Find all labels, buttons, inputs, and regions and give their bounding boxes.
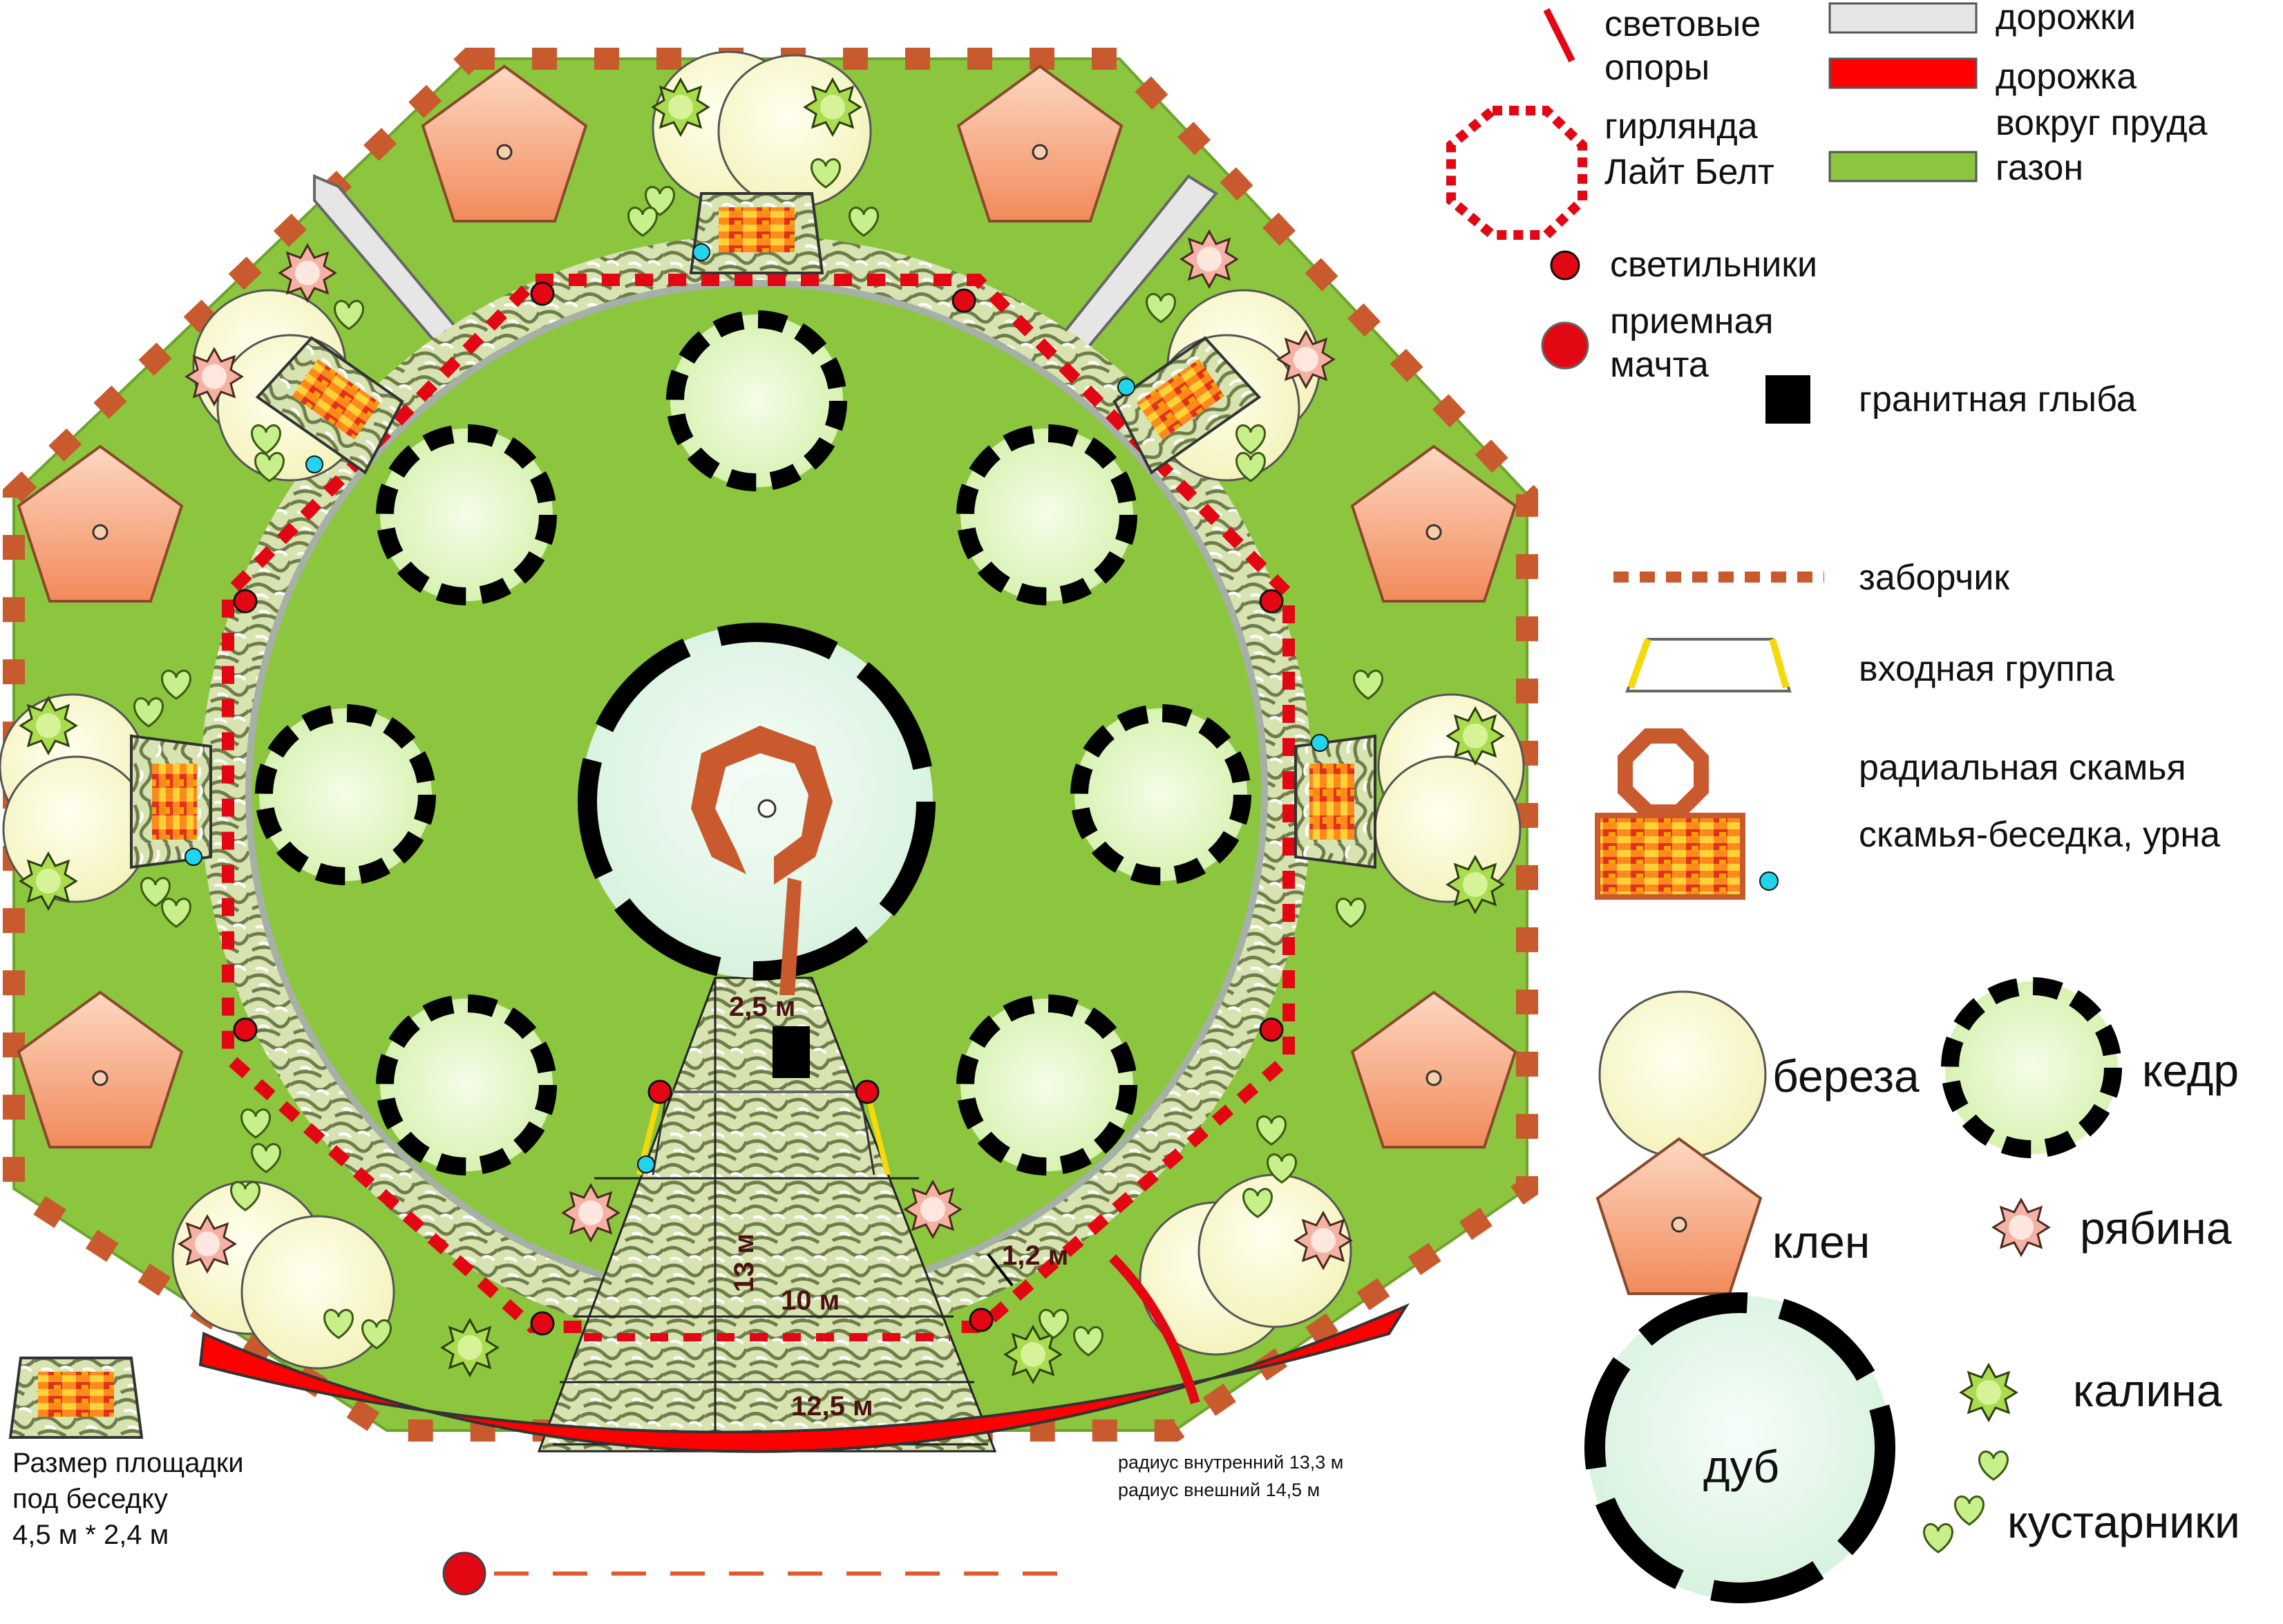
legend-mast-1: приемная [1610, 301, 1774, 341]
radius-note-inner: радиус внутренний 13,3 м [1118, 1452, 1343, 1473]
dim-width-outer: 12,5 м [791, 1391, 873, 1422]
shrub-icon [1923, 1451, 2009, 1554]
maple-icon [1596, 1137, 1762, 1295]
pond-path-arc [198, 1303, 1410, 1453]
legend-garland-1: гирлянда [1604, 106, 1758, 147]
cedar [960, 999, 1133, 1171]
rowan [904, 1180, 962, 1238]
light-pole-icon [1543, 8, 1575, 63]
rowan-icon [1992, 1198, 2050, 1256]
legend-pond-path-2: вокруг пруда [1996, 103, 2208, 143]
legend-paths: дорожки [1996, 0, 2136, 37]
lamps [233, 281, 1284, 1336]
pond-path-swatch [1828, 57, 1978, 89]
legend-oak: дуб [1703, 1441, 1779, 1492]
rowan [562, 1184, 620, 1242]
legend-shrubs: кустарники [2007, 1496, 2240, 1547]
bin-icon [1759, 871, 1779, 891]
cedar [670, 314, 843, 487]
gazebo-note-3: 4,5 м * 2,4 м [12, 1520, 169, 1550]
dim-length: 13 м [729, 1234, 759, 1292]
gazebo-note-1: Размер площадки [12, 1448, 244, 1478]
viburnum [804, 78, 862, 136]
rowan [1294, 1211, 1352, 1269]
radial-bench [691, 726, 833, 885]
legend-cedar: кедр [2142, 1045, 2239, 1096]
dim-path-width: 1,2 м [1002, 1240, 1068, 1271]
gazebo-bench [130, 735, 212, 869]
cedar [259, 708, 432, 881]
garland-icon [1446, 106, 1587, 240]
gazebo-bench [690, 192, 824, 274]
legend-lawn: газон [1996, 148, 2083, 188]
cedar [1074, 708, 1247, 881]
gazebo-note-2: под беседку [12, 1484, 168, 1514]
granite-icon [1765, 375, 1810, 424]
entrance-group [636, 1079, 891, 1175]
legend-light-poles-2: опоры [1604, 48, 1709, 88]
lamp-icon [1550, 250, 1580, 281]
rowan [178, 1215, 236, 1273]
rowan [1180, 230, 1238, 288]
cedar-icon [1945, 981, 2118, 1154]
viburnum [652, 78, 710, 136]
granite-block [773, 1026, 810, 1078]
viburnum [19, 697, 77, 755]
rowan [278, 244, 337, 302]
legend-light-poles-1: световые [1604, 4, 1761, 44]
viburnum [1446, 707, 1504, 765]
viburnum-icon [1960, 1363, 2018, 1422]
legend-birch: береза [1772, 1050, 1920, 1102]
cedar [380, 999, 553, 1171]
lawn-swatch [1828, 151, 1978, 182]
legend: световые опоры дорожки дорожка вокруг пр… [1446, 0, 2240, 1603]
legend-pond-path-1: дорожка [1996, 57, 2137, 97]
radius-note-outer: радиус внешний 14,5 м [1118, 1480, 1320, 1500]
legend-lamps: светильники [1610, 245, 1817, 285]
bin [184, 848, 202, 866]
mast-line [779, 878, 802, 995]
radial-bench-icon [1618, 728, 1709, 820]
legend-gazebo-bench: скамья-беседка, урна [1859, 815, 2220, 855]
legend-radial-bench: радиальная скамья [1859, 748, 2186, 788]
arrow-to-path [1109, 1254, 1200, 1405]
rowan [1277, 330, 1335, 388]
rowan [185, 348, 243, 406]
dim-mast-gap: 2,5 м [729, 992, 795, 1022]
bin [1117, 378, 1135, 396]
legend-mast-2: мачта [1610, 345, 1709, 385]
legend-maple: клен [1772, 1216, 1870, 1267]
legend-granite: гранитная глыба [1859, 379, 2137, 419]
bin [305, 455, 323, 473]
legend-entrance: входная группа [1859, 649, 2114, 689]
gazebo-sample-icon [9, 1357, 143, 1439]
garland-octagon [222, 274, 1295, 1333]
dim-width-inner: 10 м [781, 1285, 840, 1316]
bin [692, 243, 710, 261]
gazebo-bench-icon [1595, 813, 1745, 900]
mast-sample [442, 1551, 486, 1596]
viburnum [1446, 856, 1504, 914]
legend-garland-2: Лайт Белт [1604, 152, 1774, 192]
legend-fence: заборчик [1859, 558, 2009, 598]
bin [1311, 734, 1329, 752]
birch-icon [1598, 990, 1767, 1159]
viburnum [441, 1319, 499, 1377]
legend-rowan: рябина [2080, 1202, 2232, 1254]
cedar [380, 428, 553, 601]
gazebo-bench [1294, 735, 1376, 869]
viburnum [19, 852, 77, 910]
mast-icon [1541, 321, 1589, 370]
cedar [960, 428, 1133, 601]
legend-viburnum: калина [2073, 1365, 2222, 1416]
path-swatch [1828, 2, 1978, 34]
oak-icon [1584, 1292, 1895, 1603]
entrance-icon [1625, 638, 1792, 692]
